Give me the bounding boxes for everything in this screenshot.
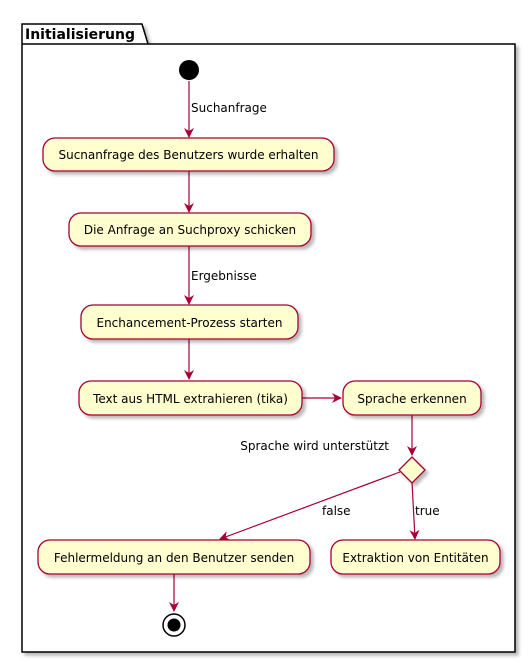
edges — [169, 81, 420, 612]
edge-label-ergebnisse: Ergebnisse — [191, 269, 257, 283]
node-label: Text aus HTML extrahieren (tika) — [92, 392, 288, 406]
node-label: Fehlermeldung an den Benutzer senden — [54, 551, 294, 565]
start-node — [179, 60, 199, 80]
action-node-fehlermeldung: Fehlermeldung an den Benutzer senden — [37, 539, 311, 575]
package-title: Initialisierung — [25, 27, 135, 43]
node-label: Enchancement-Prozess starten — [96, 316, 282, 330]
end-node — [162, 613, 186, 637]
action-node-extraktion: Extraktion von Entitäten — [330, 539, 501, 575]
node-label: Extraktion von Entitäten — [342, 551, 488, 565]
action-node-an-proxy: Die Anfrage an Suchproxy schicken — [68, 212, 312, 247]
edge-label-false: false — [322, 504, 351, 518]
node-label: Sprache erkennen — [357, 392, 466, 406]
action-node-enhancement: Enchancement-Prozess starten — [80, 304, 299, 340]
node-label: Sucnanfrage des Benutzers wurde erhalten — [58, 148, 318, 162]
decision-node — [398, 456, 426, 484]
action-node-text-extrahieren: Text aus HTML extrahieren (tika) — [78, 380, 303, 416]
action-node-sprache-erkennen: Sprache erkennen — [342, 380, 482, 416]
node-label: Die Anfrage an Suchproxy schicken — [84, 223, 296, 237]
action-node-anfrage-erhalten: Sucnanfrage des Benutzers wurde erhalten — [42, 137, 335, 172]
decision-question: Sprache wird unterstützt — [240, 439, 389, 453]
edge-label-suchanfrage: Suchanfrage — [191, 101, 267, 115]
edge-decision-true — [409, 481, 420, 540]
edge-decision-false — [219, 471, 401, 541]
edge-label-true: true — [415, 504, 440, 518]
